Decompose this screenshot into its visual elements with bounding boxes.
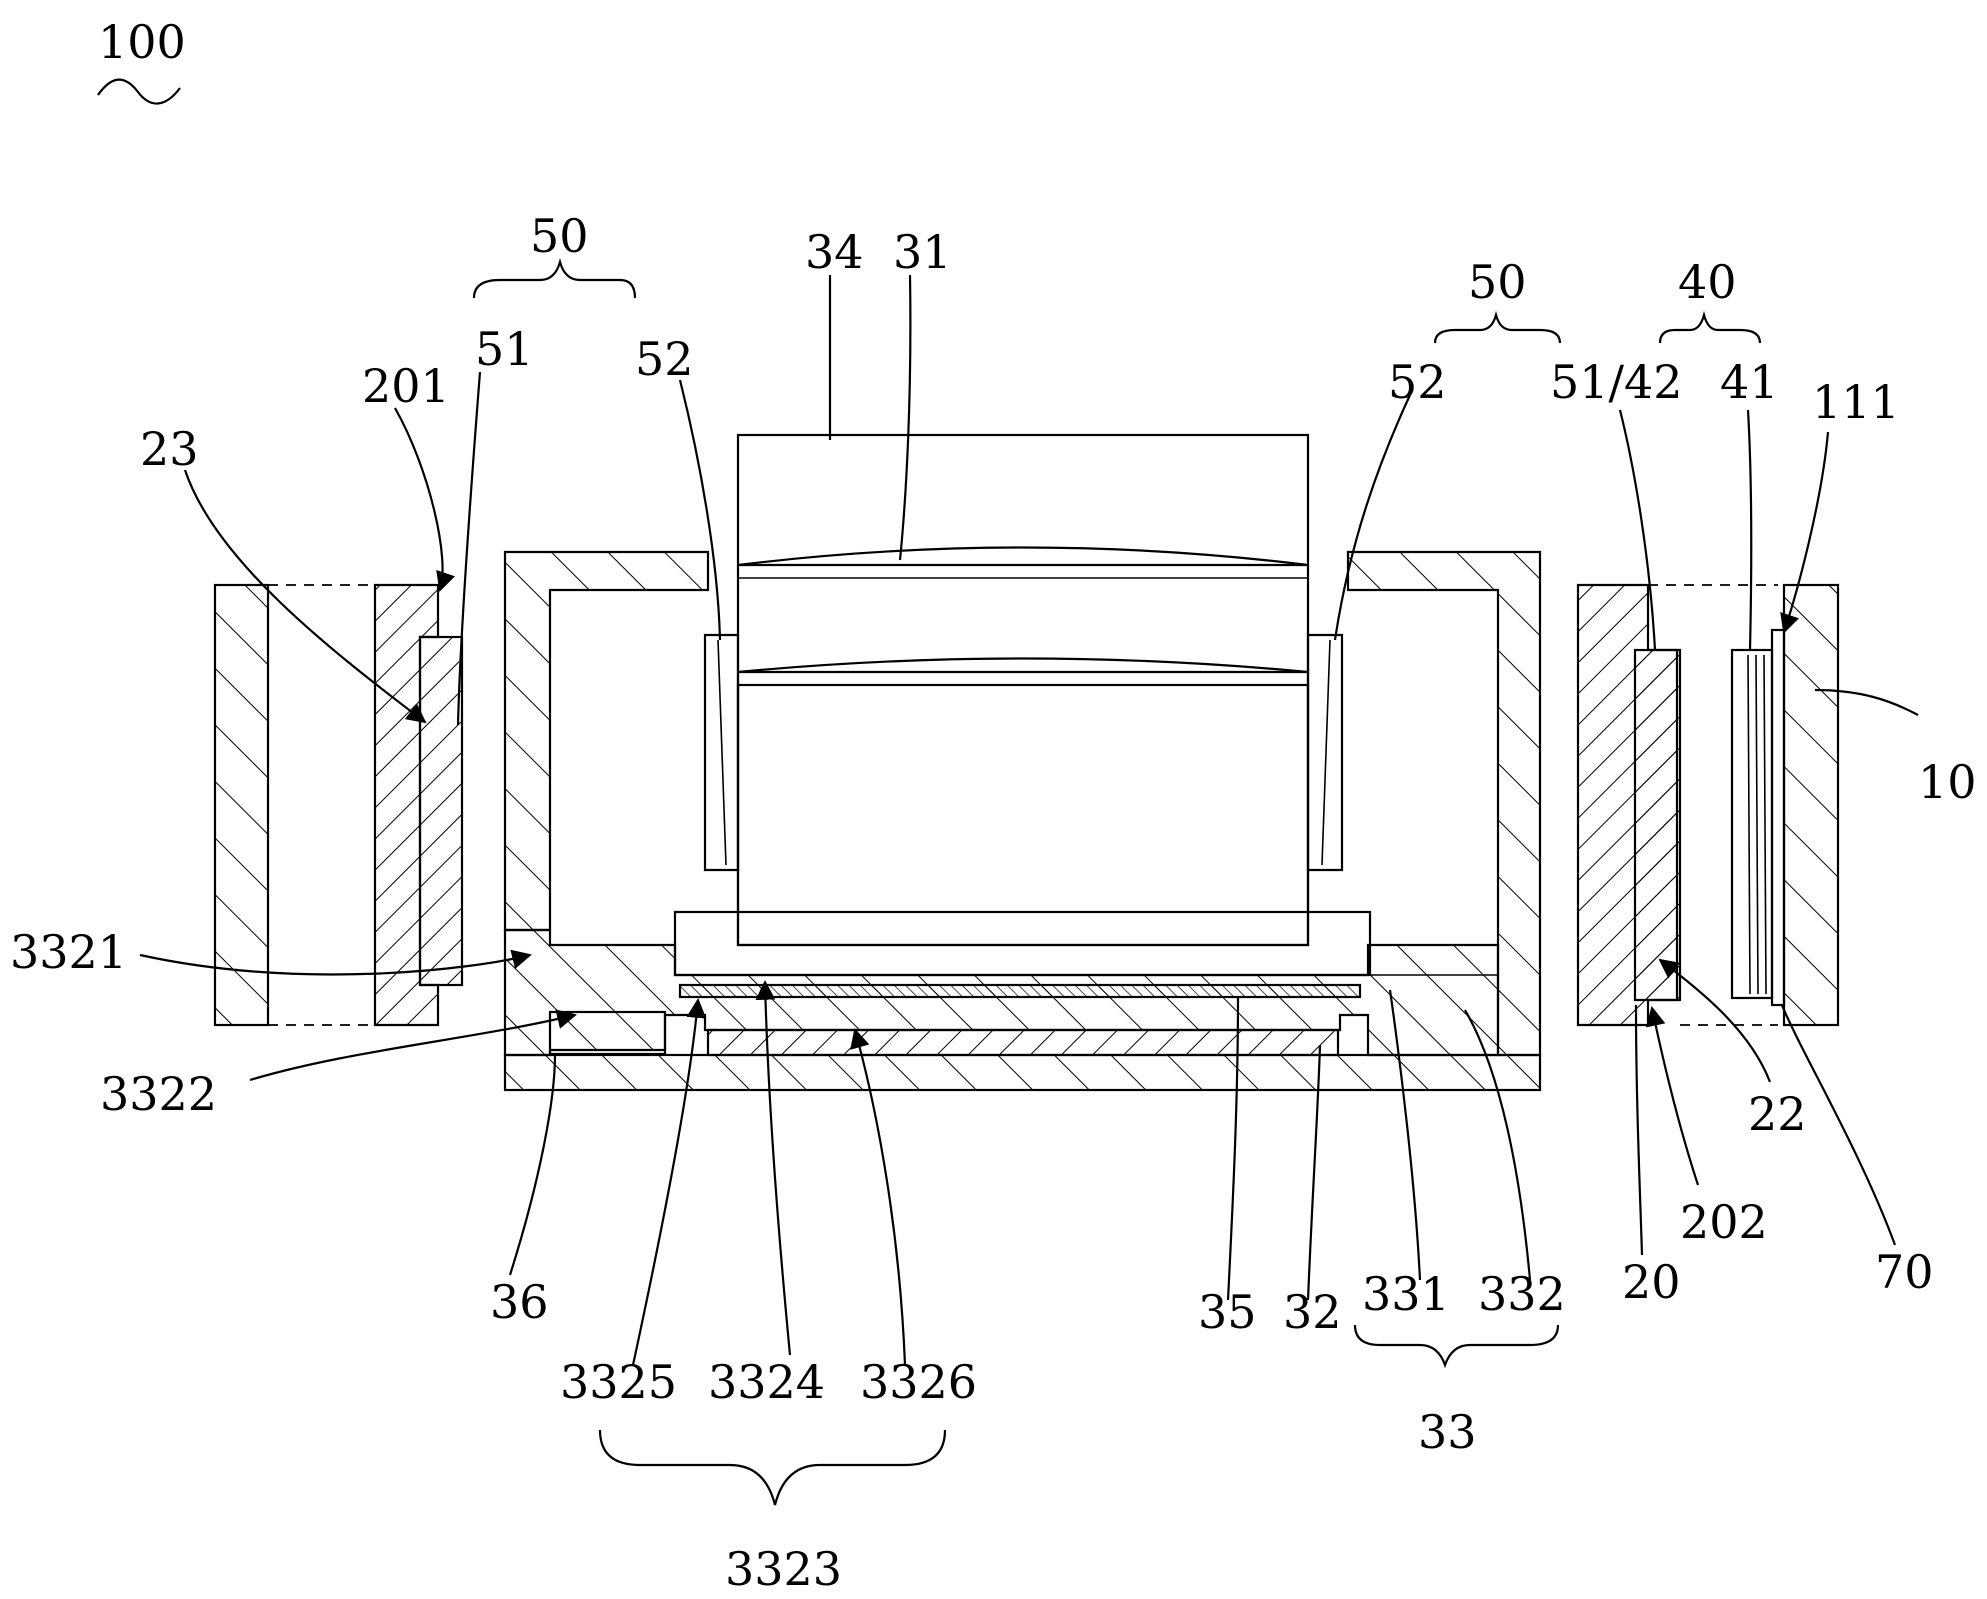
coil-52-left-inner [717,639,727,866]
coil-52-right-inner [1321,639,1331,866]
brace-40 [1658,310,1762,344]
lens-assembly [673,433,1372,977]
figure-label: 100 [98,15,186,69]
leader-52-left [678,379,722,641]
leader-3325 [631,998,707,1366]
coil-52-right [1306,633,1344,872]
leader-51-left [456,371,482,726]
label-41: 41 [1720,355,1779,409]
brace-3323 [598,1429,947,1506]
leader-3324 [755,980,792,1356]
label-36: 36 [490,1275,549,1329]
leader-36 [508,1054,557,1276]
label-22: 22 [1748,1087,1807,1141]
leader-111 [1780,431,1830,634]
leader-3321 [139,949,532,976]
label-201: 201 [362,359,450,413]
coil-52-left [703,633,740,872]
label-31: 31 [893,225,952,279]
leader-70 [1780,1004,1897,1246]
label-51-42: 51/42 [1550,355,1683,409]
lens-element-31-top [737,546,1309,567]
leader-10 [1814,688,1919,716]
coil-41-line1 [1747,654,1751,995]
sensor-32 [706,1028,1340,1057]
label-35: 35 [1198,1285,1257,1339]
leader-51-42 [1618,409,1657,651]
coil-41-line2 [1755,654,1759,995]
leader-35 [1226,996,1240,1301]
right-assembly [1576,583,1840,1027]
left-magnet-51 [418,635,464,987]
label-40: 40 [1678,255,1737,309]
leader-41 [1746,409,1753,651]
label-3324: 3324 [708,1355,825,1409]
housing [503,550,1542,1092]
leader-52-right [1333,394,1411,641]
leader-201 [394,407,456,592]
leader-22 [1658,958,1772,1083]
housing-base-plate-36 [503,1053,1542,1092]
housing-top-left-flange [503,550,710,932]
lens-barrel-34 [736,433,1310,947]
leader-20 [1634,1004,1644,1256]
label-50-right: 50 [1468,255,1527,309]
brace-50-left [472,257,637,299]
lens-base-plate [673,910,1372,977]
leader-23 [183,469,427,724]
outer-wall-10 [1782,583,1840,1027]
label-23: 23 [140,422,199,476]
leader-332 [1464,1009,1532,1281]
label-52-right: 52 [1388,355,1447,409]
leader-3326 [850,1028,907,1366]
label-3325: 3325 [560,1355,677,1409]
leader-202 [1645,1006,1700,1186]
label-70: 70 [1875,1245,1934,1299]
label-3321: 3321 [10,925,127,979]
board-70 [1770,628,1786,1007]
label-3326: 3326 [860,1355,977,1409]
leader-3322 [249,1009,577,1082]
label-202: 202 [1680,1195,1768,1249]
leader-31 [898,274,912,561]
lens-barrel-lower [736,683,1310,947]
brace-50-right [1433,310,1562,344]
label-3323: 3323 [725,1542,842,1596]
label-52-left: 52 [635,332,694,386]
left-assembly [213,583,464,1027]
base-recess-3322 [548,1010,667,1056]
leader-331 [1388,989,1422,1281]
right-magnet-51-42 [1633,648,1679,1002]
left-outer-wall [213,583,270,1027]
lens-element-lower [737,657,1309,674]
coil-41-line3 [1763,654,1767,995]
label-331: 331 [1362,1267,1450,1321]
label-32: 32 [1283,1285,1342,1339]
label-332: 332 [1478,1267,1566,1321]
label-3322: 3322 [100,1067,217,1121]
label-10: 10 [1918,755,1977,809]
leader-32 [1306,1044,1322,1301]
label-34: 34 [805,225,864,279]
brace-33 [1353,1324,1560,1369]
label-111: 111 [1812,375,1900,429]
label-50-left: 50 [530,209,589,263]
label-33: 33 [1418,1405,1477,1459]
figure-label-underline [97,78,181,105]
label-51-left: 51 [475,322,534,376]
label-20: 20 [1622,1255,1681,1309]
filter-35 [678,983,1362,999]
